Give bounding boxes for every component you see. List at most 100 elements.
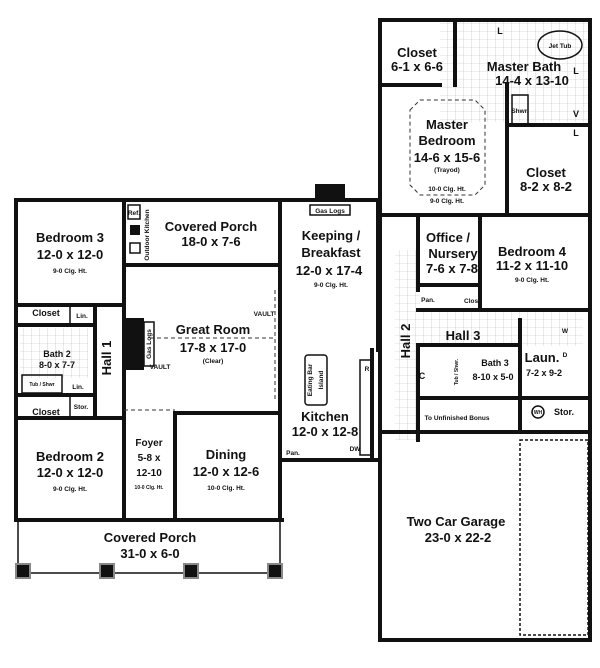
bath3-tub-label: Tub / Shwr.: [454, 358, 460, 385]
keeping-ceiling: 9-0 Clg. Ht.: [314, 282, 348, 289]
bath2-tile: [20, 328, 88, 378]
office-label-2: Nursery: [428, 246, 478, 261]
great-room-note: (Clear): [203, 358, 224, 365]
rear-porch-label: Covered Porch: [165, 219, 258, 234]
bath3-closet-label: C: [419, 371, 426, 381]
lin-label: Lin.: [76, 313, 88, 320]
master-bedroom-ceiling-2: 9-0 Clg. Ht.: [430, 198, 464, 205]
dining-ceiling: 10-0 Clg. Ht.: [207, 485, 245, 492]
bath2-label: Bath 2: [43, 349, 71, 359]
bedroom3-label: Bedroom 3: [36, 230, 104, 245]
porch-post: [183, 563, 199, 579]
stor-label: Stor.: [74, 404, 89, 411]
bath2-size: 8-0 x 7-7: [39, 360, 75, 370]
closet-b3-label: Closet: [32, 308, 60, 318]
master-bedroom-note: (Trayod): [434, 167, 460, 174]
master-bedroom-size: 14-6 x 15-6: [414, 150, 481, 165]
lav-label: L: [573, 128, 579, 138]
office-label: Office /: [426, 230, 470, 245]
foyer-label: Foyer: [135, 438, 162, 449]
master-bedroom-label-2: Bedroom: [418, 133, 475, 148]
ref-label-kitchen: R: [365, 366, 370, 373]
kitchen-size: 12-0 x 12-8: [292, 424, 359, 439]
hall3-label: Hall 3: [446, 328, 481, 343]
shower-label: Shwr.: [511, 108, 529, 115]
right-wing-walls: [378, 18, 592, 642]
foyer-size-2: 12-10: [136, 468, 162, 479]
dining-size: 12-0 x 12-6: [193, 464, 260, 479]
closet-b2-label: Closet: [32, 407, 60, 417]
bedroom4-label: Bedroom 4: [498, 244, 567, 259]
vault-label: VAULT: [254, 311, 275, 318]
front-porch-size: 31-0 x 6-0: [120, 546, 179, 561]
washer-label: W: [562, 328, 569, 335]
master-bedroom-ceiling: 10-0 Clg. Ht.: [428, 186, 466, 193]
great-room-fireplace-label: Gas Logs: [146, 329, 153, 359]
great-room-label: Great Room: [176, 322, 250, 337]
kitchen-pantry-label: Pan.: [286, 450, 300, 457]
dining-label: Dining: [206, 447, 246, 462]
bedroom4-ceiling: 9-0 Clg. Ht.: [515, 277, 549, 284]
keeping-size: 12-0 x 17-4: [296, 263, 363, 278]
hall1-label: Hall 1: [99, 341, 114, 376]
keeping-label: Keeping /: [302, 228, 361, 243]
closet-8-label: Closet: [526, 165, 566, 180]
lav-label: L: [573, 66, 579, 76]
bedroom2-ceiling: 9-0 Clg. Ht.: [53, 486, 87, 493]
front-porch-label: Covered Porch: [104, 530, 197, 545]
outdoor-kitchen-label: Outdoor Kitchen: [144, 209, 151, 260]
foyer-size: 5-8 x: [138, 453, 161, 464]
laundry-size: 7-2 x 9-2: [526, 368, 562, 378]
foyer-ceiling: 10-0 Clg. Ht.: [135, 485, 165, 491]
lin-label-2: Lin.: [72, 384, 84, 391]
stairs-label: To Unfinished Bonus: [425, 415, 490, 422]
closet-8-size: 8-2 x 8-2: [520, 179, 572, 194]
closet-master-label: Closet: [397, 45, 437, 60]
center-walls: [122, 198, 284, 522]
room-labels: Closet 6-1 x 6-6 Master Bath 14-4 x 13-1…: [29, 26, 579, 561]
office-size: 7-6 x 7-8: [426, 261, 478, 276]
water-heater: [531, 405, 545, 419]
laundry-label: Laun.: [525, 350, 560, 365]
tub-shower-label: Tub / Shwr: [29, 382, 54, 388]
left-wing-walls: [14, 198, 126, 522]
closet-master-size: 6-1 x 6-6: [391, 59, 443, 74]
hall2-tile: [395, 250, 420, 440]
bath3-label: Bath 3: [481, 358, 509, 368]
storage-label: Stor.: [554, 407, 574, 417]
porch-post: [99, 563, 115, 579]
clos-label: Clos.: [464, 298, 480, 305]
pantry-label: Pan.: [421, 297, 435, 304]
bedroom3-ceiling: 9-0 Clg. Ht.: [53, 268, 87, 275]
garage-size: 23-0 x 22-2: [425, 530, 492, 545]
master-bath-size: 14-4 x 13-10: [495, 73, 569, 88]
dw-label: DW: [350, 446, 362, 453]
keeping-label-2: Breakfast: [301, 245, 361, 260]
front-porch: [15, 520, 283, 579]
bedroom4-size: 11-2 x 11-10: [496, 258, 568, 273]
hall3-tile: [418, 310, 583, 346]
porch-post: [267, 563, 283, 579]
master-bath-label: Master Bath: [487, 59, 561, 74]
bath3-size: 8-10 x 5-0: [472, 372, 513, 382]
kitchen-label: Kitchen: [301, 409, 349, 424]
vault-label-2: VAULT: [150, 364, 171, 371]
bedroom3-size: 12-0 x 12-0: [37, 247, 104, 262]
dryer-label: D: [563, 352, 568, 359]
wh-label: WH: [534, 410, 543, 416]
rear-porch-size: 18-0 x 7-6: [181, 234, 240, 249]
lav-label: L: [497, 26, 503, 36]
master-bedroom-label: Master: [426, 117, 468, 132]
eating-bar-label: Eating Bar: [307, 363, 314, 396]
jet-tub-label: Jet Tub: [549, 43, 572, 50]
porch-post: [15, 563, 31, 579]
island-label: Island: [318, 371, 325, 390]
keeping-fireplace-label: Gas Logs: [315, 208, 345, 215]
master-bath-tile: [440, 22, 588, 122]
bedroom2-size: 12-0 x 12-0: [37, 465, 104, 480]
great-room-size: 17-8 x 17-0: [180, 340, 247, 355]
garage-label: Two Car Garage: [407, 514, 506, 529]
ref-label: Ref.: [128, 210, 140, 217]
vanity-label: V: [573, 109, 579, 119]
